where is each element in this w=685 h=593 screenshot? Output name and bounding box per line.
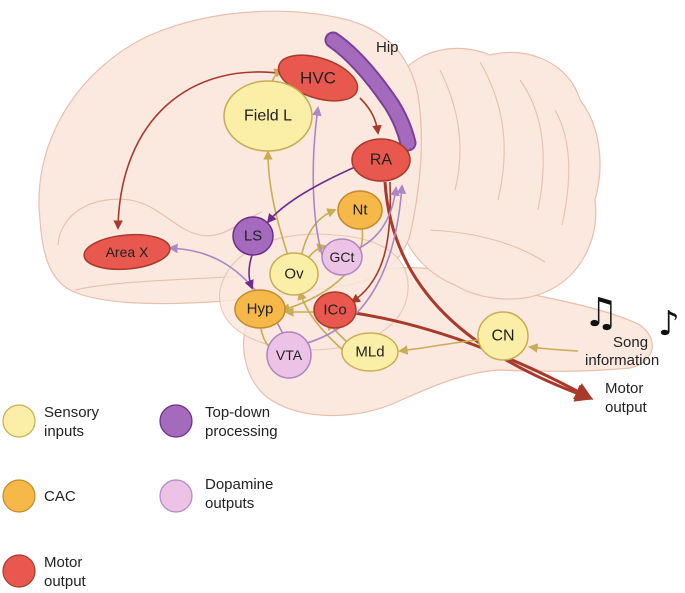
motor-output-line2: output [605,399,648,416]
song-info-line2: information [585,352,659,369]
node-ls-label: LS [244,228,262,245]
hip-structure: Hip [324,31,417,152]
node-vta-label: VTA [276,347,303,363]
motor-output-line1: Motor [605,380,643,397]
arrow-hvc-to-areax [113,71,286,230]
motor-output-annotation: Motor output [605,380,648,416]
music-note-icon: ♫ [583,290,619,336]
arrow-mld-to-ov [297,290,346,353]
node-ra-label: RA [370,152,393,169]
node-area-x-label: Area X [106,244,149,260]
legend-item-cac: CAC [2,479,76,513]
node-mld-label: MLd [355,344,384,361]
legend-motor-line2: output [44,573,87,590]
arrow-ra-motor-output [383,181,594,402]
arrow-ra-to-ico [350,181,392,304]
node-nt[interactable]: Nt [337,190,383,230]
arrow-cn-to-mld [398,339,479,355]
inner-contour [57,198,263,291]
node-ico-label: ICo [323,302,346,319]
hip-label: Hip [376,39,399,56]
legend-sensory-line2: inputs [44,423,84,440]
arrow-ls-to-hyp [244,254,254,290]
legend-topdown-line2: processing [205,423,278,440]
legend-item-topdown: Top-down processing [159,404,278,440]
cerebellum-folds [429,61,570,263]
node-cn-label: CN [491,328,514,345]
legend-item-dopamine: Dopamine outputs [159,476,273,513]
node-ico[interactable]: ICo [313,291,357,329]
legend-motor-line1: Motor [44,554,82,571]
node-hyp[interactable]: Hyp [234,289,286,329]
legend-cac-line1: CAC [44,488,76,505]
arrow-ov-to-fieldl [263,150,291,263]
arrow-vta-to-ra [299,184,407,346]
legend-dopamine-line1: Dopamine [205,476,273,493]
arrow-gct-to-ra [354,186,400,251]
legend-item-sensory: Sensory inputs [2,404,100,440]
node-mld[interactable]: MLd [341,332,399,372]
node-gct-label: GCt [330,249,355,265]
node-area-x[interactable]: Area X [83,231,172,272]
node-field-l-label: Field L [244,108,292,125]
node-hvc[interactable]: HVC [273,46,363,109]
arrow-song-to-cn [528,343,579,353]
arrow-hvc-to-ra [359,97,382,135]
node-ov-label: Ov [284,266,304,283]
song-info-line1: Song [613,334,648,351]
node-vta[interactable]: VTA [266,331,312,379]
legend-item-motor: Motor output [2,554,87,590]
brain-nodes: HVC Field L RA Nt LS Area X Ov GCt [83,46,529,379]
arrow-gct-to-hvc [312,106,323,256]
node-field-l[interactable]: Field L [223,80,313,152]
node-gct[interactable]: GCt [321,238,363,276]
node-ls[interactable]: LS [232,216,274,256]
legend: Sensory inputs Top-down processing CAC D… [2,404,278,590]
music-note-icon: ♪ [658,304,680,344]
legend-topdown-line1: Top-down [205,404,270,421]
node-cn[interactable]: CN [477,311,529,361]
song-information: ♫ ♪ Song information [583,290,680,369]
node-ov[interactable]: Ov [269,252,319,296]
arrow-nt-to-hyp [280,227,364,313]
legend-dopamine-line2: outputs [205,495,254,512]
node-hyp-label: Hyp [247,301,274,318]
node-hvc-label: HVC [300,69,336,88]
node-ra[interactable]: RA [351,138,411,182]
legend-sensory-line1: Sensory [44,404,100,421]
node-nt-label: Nt [353,202,369,219]
